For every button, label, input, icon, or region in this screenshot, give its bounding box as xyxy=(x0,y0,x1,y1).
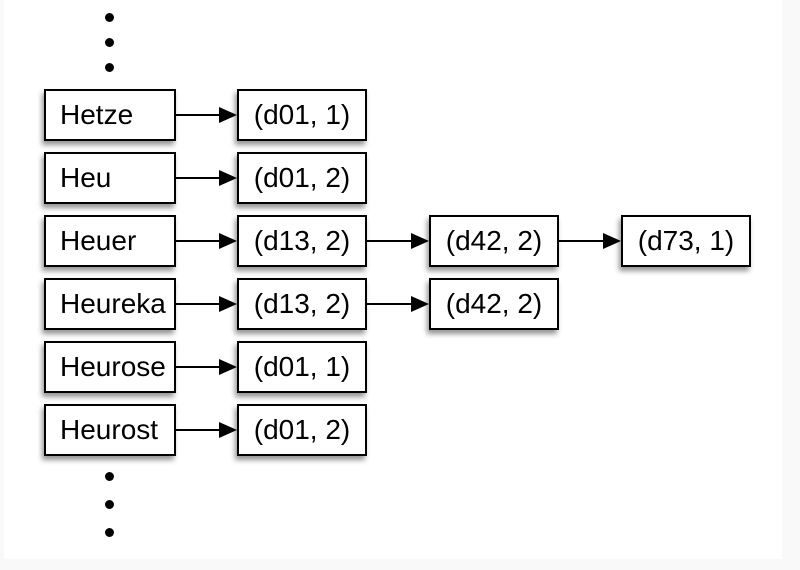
term-label: Hetze xyxy=(60,99,134,130)
posting-box: (d01, 1) xyxy=(237,341,367,393)
arrow-right-icon xyxy=(176,170,237,186)
arrow-head xyxy=(603,233,621,249)
posting-box: (d01, 1) xyxy=(237,89,367,141)
term-box-heu: Heu xyxy=(44,152,176,204)
dot xyxy=(105,472,114,481)
arrow-shaft xyxy=(176,303,224,305)
dot xyxy=(105,38,114,47)
posting-box: (d42, 2) xyxy=(429,278,559,330)
posting-label: (d01, 1) xyxy=(253,99,351,130)
arrow-right-icon xyxy=(176,107,237,123)
arrow-head xyxy=(411,233,429,249)
arrow-shaft xyxy=(366,240,416,242)
posting-box: (d73, 1) xyxy=(621,215,751,267)
posting-box: (d13, 2) xyxy=(237,215,367,267)
term-label: Heurose xyxy=(60,351,166,382)
dot xyxy=(105,500,114,509)
dot xyxy=(105,63,114,72)
arrow-shaft xyxy=(176,177,224,179)
dot xyxy=(105,528,114,537)
arrow-shaft xyxy=(176,114,224,116)
arrow-shaft xyxy=(176,240,224,242)
vertical-ellipsis-icon xyxy=(105,13,114,72)
term-label: Heureka xyxy=(60,288,166,319)
dot xyxy=(105,13,114,22)
term-box-heureka: Heureka xyxy=(44,278,176,330)
posting-label: (d42, 2) xyxy=(445,288,543,319)
posting-label: (d01, 1) xyxy=(253,351,351,382)
posting-box: (d42, 2) xyxy=(429,215,559,267)
term-label: Heuer xyxy=(60,225,137,256)
arrow-right-icon xyxy=(366,296,429,312)
arrow-right-icon xyxy=(176,296,237,312)
arrow-head xyxy=(219,296,237,312)
arrow-shaft xyxy=(366,303,416,305)
arrow-right-icon xyxy=(176,359,237,375)
posting-label: (d13, 2) xyxy=(253,288,351,319)
term-box-heurose: Heurose xyxy=(44,341,176,393)
posting-box: (d01, 2) xyxy=(237,404,367,456)
arrow-head xyxy=(219,233,237,249)
arrow-head xyxy=(219,359,237,375)
diagram-canvas: Hetze (d01, 1) Heu (d01, 2) Heuer (d xyxy=(4,0,782,559)
term-label: Heu xyxy=(60,162,112,193)
term-label: Heurost xyxy=(60,414,159,445)
posting-box: (d01, 2) xyxy=(237,152,367,204)
posting-label: (d01, 2) xyxy=(253,414,351,445)
arrow-shaft xyxy=(559,240,608,242)
posting-box: (d13, 2) xyxy=(237,278,367,330)
arrow-right-icon xyxy=(366,233,429,249)
posting-label: (d13, 2) xyxy=(253,225,351,256)
arrow-head xyxy=(219,107,237,123)
posting-label: (d42, 2) xyxy=(445,225,543,256)
arrow-shaft xyxy=(176,366,224,368)
term-box-hetze: Hetze xyxy=(44,89,176,141)
arrow-shaft xyxy=(176,429,224,431)
vertical-ellipsis-icon xyxy=(105,472,114,537)
term-box-heurost: Heurost xyxy=(44,404,176,456)
term-box-heuer: Heuer xyxy=(44,215,176,267)
arrow-right-icon xyxy=(176,233,237,249)
arrow-head xyxy=(219,170,237,186)
arrow-right-icon xyxy=(559,233,621,249)
arrow-right-icon xyxy=(176,422,237,438)
posting-label: (d01, 2) xyxy=(253,162,351,193)
arrow-head xyxy=(219,422,237,438)
arrow-head xyxy=(411,296,429,312)
posting-label: (d73, 1) xyxy=(637,225,735,256)
